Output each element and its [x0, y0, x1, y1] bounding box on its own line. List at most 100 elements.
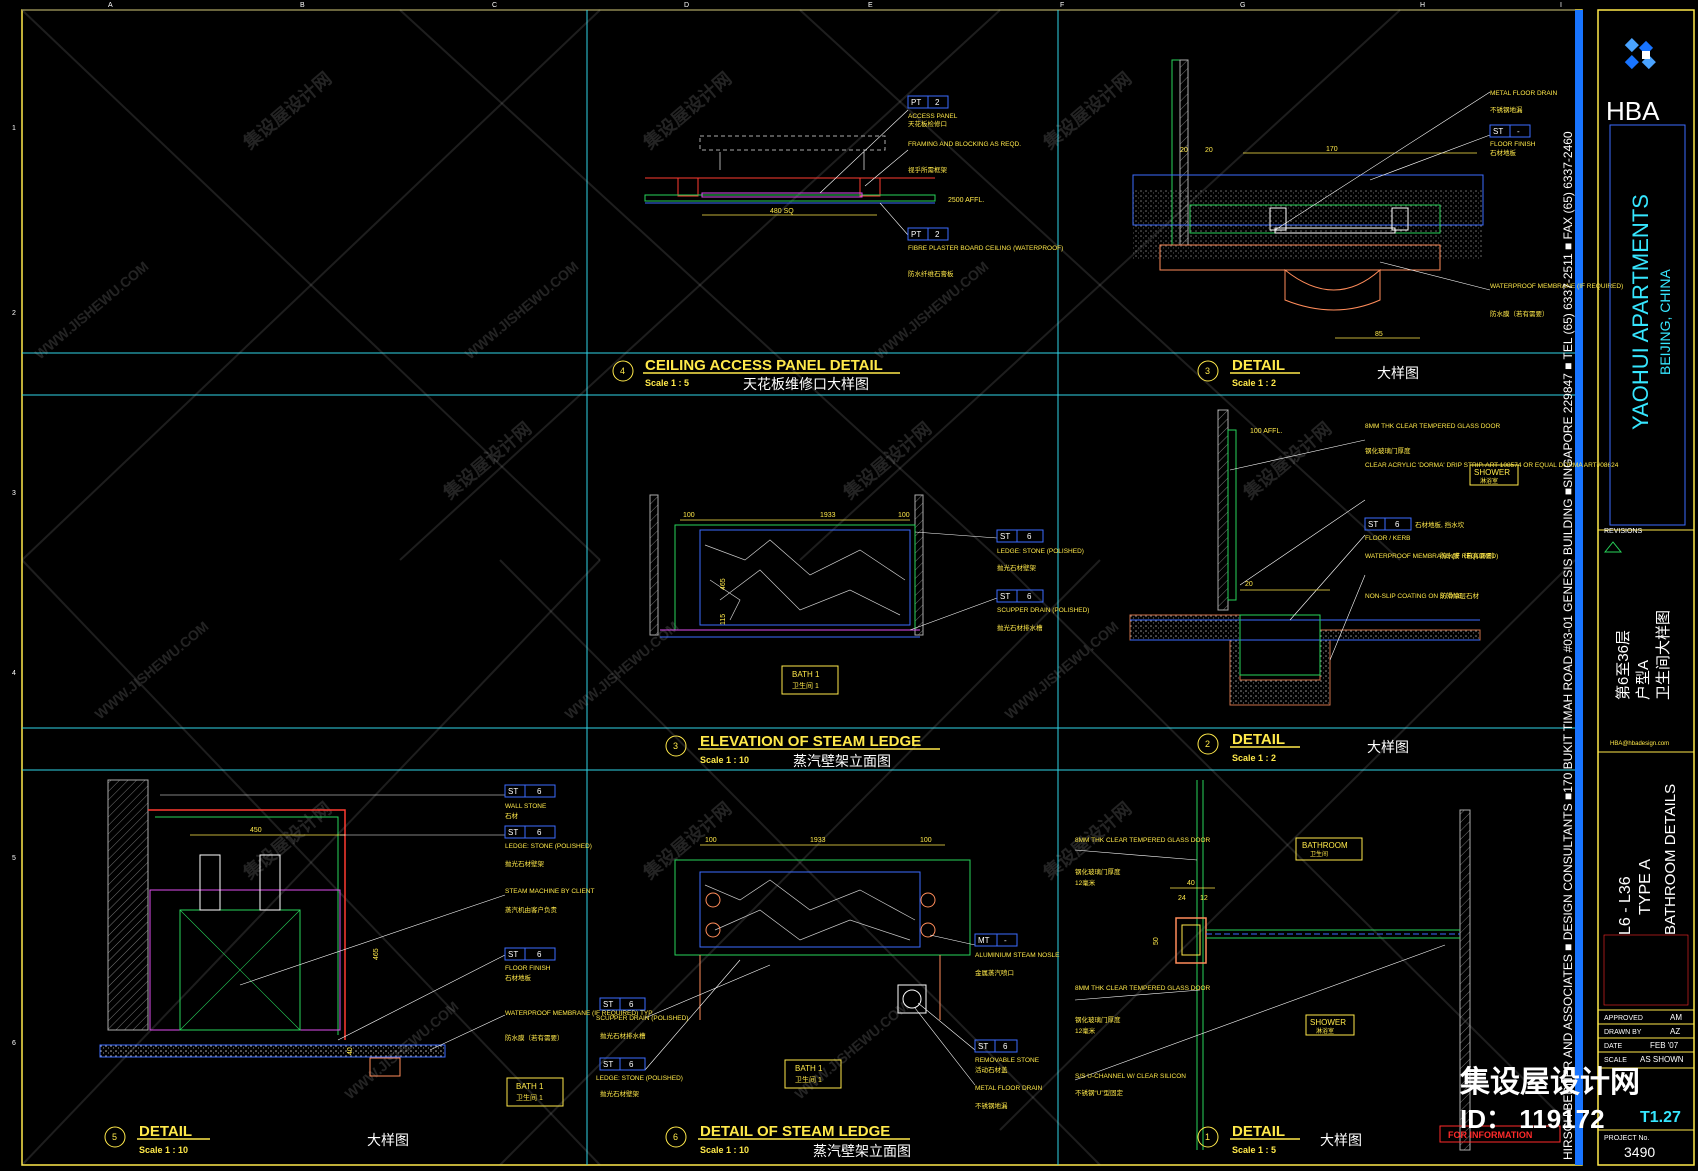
svg-text:石材: 石材	[505, 811, 519, 820]
svg-text:淋浴室: 淋浴室	[1316, 1027, 1334, 1035]
svg-text:AM: AM	[1670, 1013, 1682, 1022]
svg-text:SHOWER: SHOWER	[1310, 1018, 1346, 1027]
svg-text:TYPE A: TYPE A	[1637, 859, 1654, 915]
tag-st6-wall: ST 6	[504, 784, 556, 798]
svg-text:12毫米: 12毫米	[1075, 1026, 1096, 1035]
svg-text:ACCESS PANEL: ACCESS PANEL	[908, 113, 958, 120]
tag-pt2-bottom: PT 2	[907, 227, 949, 241]
svg-text:ID： 119172: ID： 119172	[1460, 1104, 1605, 1134]
detail-shower-kerb: 100 AFFL. 8MM THK CLEAR TEMPERED GLASS D…	[1129, 409, 1619, 706]
row-label: 2	[12, 310, 16, 317]
row-label: 4	[12, 670, 16, 677]
dim-label: 465	[373, 948, 380, 960]
column-label: E	[868, 2, 873, 9]
column-label: I	[1560, 2, 1562, 9]
svg-text:ST: ST	[1000, 532, 1010, 541]
tag-st6-ledge3: ST 6	[599, 1057, 646, 1071]
svg-text:METAL FLOOR DRAIN: METAL FLOOR DRAIN	[975, 1085, 1042, 1092]
svg-text:6: 6	[1027, 532, 1032, 541]
column-label: F	[1060, 2, 1064, 9]
svg-text:ST: ST	[1368, 520, 1378, 529]
tag-st6-kerb: ST 6	[1364, 517, 1412, 531]
svg-text:ALUMINIUM STEAM NOSLE: ALUMINIUM STEAM NOSLE	[975, 952, 1060, 959]
svg-text:抛光石材壁架: 抛光石材壁架	[505, 859, 545, 868]
svg-text:不锈钢地漏: 不锈钢地漏	[975, 1101, 1008, 1110]
svg-text:ST: ST	[508, 787, 518, 796]
dim-label: 20	[1180, 147, 1188, 154]
row-ruler: 1 2 3 4 5 6	[12, 125, 16, 1047]
project-number: 3490	[1624, 1144, 1655, 1160]
svg-text:WWW.JISHEWU.COM: WWW.JISHEWU.COM	[92, 618, 212, 722]
svg-text:Scale 1 : 10: Scale 1 : 10	[139, 1145, 188, 1155]
svg-text:钢化玻璃门厚度: 钢化玻璃门厚度	[1075, 867, 1121, 876]
svg-text:PT: PT	[911, 230, 921, 239]
svg-text:防水膜（若有需要）: 防水膜（若有需要）	[1490, 309, 1549, 318]
svg-text:抛光石材壁架: 抛光石材壁架	[997, 563, 1037, 572]
svg-text:WWW.JISHEWU.COM: WWW.JISHEWU.COM	[562, 618, 682, 722]
svg-text:SCUPPER DRAIN (POLISHED): SCUPPER DRAIN (POLISHED)	[596, 1015, 688, 1022]
svg-text:6: 6	[629, 1000, 634, 1009]
level-label: 2500 AFFL.	[948, 197, 984, 204]
svg-text:蒸汽壁架立面图: 蒸汽壁架立面图	[793, 753, 891, 769]
dim-label: 24	[1178, 895, 1186, 902]
row-label: 3	[12, 490, 16, 497]
svg-text:大样图: 大样图	[1367, 739, 1409, 755]
svg-text:蒸汽机由客户负责: 蒸汽机由客户负责	[505, 905, 558, 914]
svg-text:DATE: DATE	[1604, 1043, 1622, 1050]
svg-text:Scale 1 : 10: Scale 1 : 10	[700, 755, 749, 765]
svg-text:CEILING ACCESS PANEL DETAIL: CEILING ACCESS PANEL DETAIL	[645, 357, 883, 374]
dim-label: 20	[1245, 581, 1253, 588]
svg-text:-: -	[1517, 127, 1520, 136]
svg-text:Scale 1 : 2: Scale 1 : 2	[1232, 753, 1276, 763]
svg-text:卫生间: 卫生间	[1310, 850, 1328, 858]
tag-st6-ledge: ST 6	[996, 529, 1044, 543]
svg-text:天花板检修口: 天花板检修口	[908, 119, 947, 128]
svg-text:FLOOR FINISH: FLOOR FINISH	[505, 965, 551, 972]
row-label: 1	[12, 125, 16, 132]
svg-text:SHOWER: SHOWER	[1474, 468, 1510, 477]
dim-label: 170	[1326, 146, 1338, 153]
svg-text:HBA@hbadesign.com: HBA@hbadesign.com	[1610, 741, 1669, 747]
svg-text:WWW.JISHEWU.COM: WWW.JISHEWU.COM	[32, 258, 152, 362]
tag-st6-ledge2: ST 6	[504, 825, 556, 839]
svg-text:大样图: 大样图	[1377, 365, 1419, 381]
svg-text:-: -	[1004, 936, 1007, 945]
tag-st6-removable: ST 6	[974, 1039, 1018, 1053]
svg-text:WATERPROOF MEMBRANE (IF REQUIR: WATERPROOF MEMBRANE (IF REQUIRED)	[1490, 283, 1623, 290]
svg-text:BATH 1: BATH 1	[516, 1082, 544, 1091]
svg-text:钢化玻璃门厚度: 钢化玻璃门厚度	[1075, 1015, 1121, 1024]
svg-text:WWW.JISHEWU.COM: WWW.JISHEWU.COM	[1002, 618, 1122, 722]
svg-text:卫生间 1: 卫生间 1	[795, 1075, 822, 1084]
svg-text:2: 2	[935, 98, 940, 107]
dim-label: 40	[347, 1047, 354, 1055]
column-label: B	[300, 2, 305, 9]
svg-text:ST: ST	[603, 1000, 613, 1009]
viewport-grid	[22, 10, 1575, 1165]
tag-pt2-top: PT 2	[907, 95, 949, 109]
svg-text:METAL FLOOR DRAIN: METAL FLOOR DRAIN	[1490, 90, 1557, 97]
svg-text:ST: ST	[1493, 127, 1503, 136]
dim-label: 12	[1200, 895, 1208, 902]
dim-label: 20	[1205, 147, 1213, 154]
dim-label: 100	[898, 512, 910, 519]
svg-text:ST: ST	[978, 1042, 988, 1051]
svg-text:DRAWN BY: DRAWN BY	[1604, 1029, 1642, 1036]
svg-text:2: 2	[935, 230, 940, 239]
svg-text:金属蒸汽喷口: 金属蒸汽喷口	[975, 968, 1014, 977]
svg-text:防滑涂层石材: 防滑涂层石材	[1440, 591, 1480, 600]
svg-text:ST: ST	[508, 950, 518, 959]
svg-text:DETAIL OF STEAM LEDGE: DETAIL OF STEAM LEDGE	[700, 1123, 890, 1140]
svg-text:BATHROOM: BATHROOM	[1302, 841, 1348, 850]
svg-text:抛光石材壁架: 抛光石材壁架	[600, 1089, 640, 1098]
detail-floor-drain: 170 85 20 20 METAL FLOOR DRAIN 不锈钢地漏 ST …	[1132, 59, 1623, 339]
row-label: 6	[12, 1040, 16, 1047]
svg-text:APPROVED: APPROVED	[1604, 1015, 1643, 1022]
row-label: 5	[12, 855, 16, 862]
detail-elevation-steam-ledge: 1933 100 100 465 115 ST 6 LEDGE: STONE (…	[649, 494, 1089, 695]
svg-text:8MM THK CLEAR TEMPERED GLASS D: 8MM THK CLEAR TEMPERED GLASS DOOR	[1365, 423, 1501, 430]
svg-text:3: 3	[1205, 366, 1210, 376]
svg-text:SCALE: SCALE	[1604, 1057, 1627, 1064]
svg-text:REVISIONS: REVISIONS	[1604, 528, 1642, 535]
svg-text:大样图: 大样图	[367, 1132, 409, 1148]
svg-text:6: 6	[537, 828, 542, 837]
